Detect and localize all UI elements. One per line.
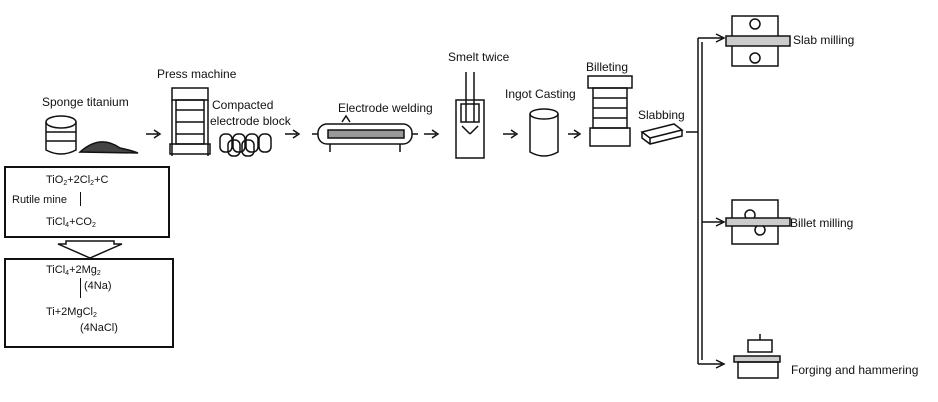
label-compacted: Compacted	[212, 98, 274, 112]
label-forging-hammering: Forging and hammering	[791, 363, 919, 377]
ingot-illustration	[529, 108, 559, 157]
press-machine-illustration	[169, 87, 211, 156]
label-smelt-twice: Smelt twice	[448, 50, 510, 64]
equation-reduction: TiCl4+2Mg2	[46, 264, 101, 277]
label-billet-milling: Billet milling	[790, 216, 854, 230]
slab-mill-illustration	[725, 15, 791, 67]
label-rutile-mine: Rutile mine	[12, 194, 68, 206]
sponge-titanium-illustration	[45, 115, 139, 155]
billeting-press-illustration	[587, 75, 633, 147]
label-ingot-casting: Ingot Casting	[505, 87, 576, 101]
label-electrode-welding: Electrode welding	[338, 101, 433, 115]
reaction-arrow	[57, 240, 123, 259]
billet-mill-illustration	[725, 199, 791, 245]
label-billeting: Billeting	[586, 60, 629, 74]
branch-arrows	[686, 33, 726, 369]
electrode-blocks-illustration	[219, 133, 272, 157]
label-slabbing: Slabbing	[638, 108, 685, 122]
ore-reaction-box: TiO2+2Cl2+C Rutile mine TiCl4+CO2	[4, 166, 170, 238]
label-alt-na: (4Na)	[84, 280, 112, 292]
equation-ticl4: TiCl4+CO2	[46, 216, 96, 229]
equation-tio2: TiO2+2Cl2+C	[46, 174, 109, 187]
label-alt-nacl: (4NaCl)	[80, 322, 118, 334]
flow-arrows	[146, 129, 582, 139]
slab-illustration	[640, 123, 684, 145]
reduction-reaction-box: TiCl4+2Mg2 (4Na) Ti+2MgCl2 (4NaCl)	[4, 258, 174, 348]
label-press-machine: Press machine	[157, 67, 237, 81]
label-slab-milling: Slab milling	[793, 33, 855, 47]
electrode-welding-illustration	[312, 114, 418, 152]
label-electrode-block: electrode block	[210, 114, 291, 128]
label-sponge-titanium: Sponge titanium	[42, 95, 129, 109]
smelt-furnace-illustration	[455, 72, 485, 159]
forging-hammer-illustration	[733, 334, 781, 379]
equation-product: Ti+2MgCl2	[46, 306, 97, 319]
